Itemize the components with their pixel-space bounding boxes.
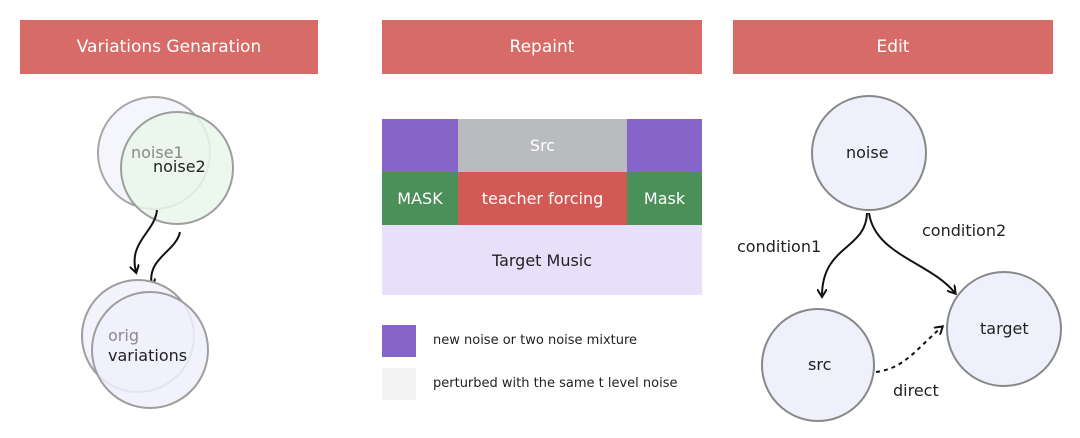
direct-label: direct [893, 381, 939, 400]
legend-purple-swatch [382, 325, 416, 357]
variations-circle [91, 291, 209, 409]
condition1-label: condition1 [737, 237, 822, 256]
legend-gray-swatch [382, 368, 416, 400]
arrow-noise1-to-orig [135, 209, 158, 272]
noise1-label: noise1 [131, 143, 184, 162]
header-repaint: Repaint [382, 20, 702, 74]
target-label: target [980, 319, 1029, 338]
repaint-src-block: Src [458, 119, 627, 172]
legend-purple-label: new noise or two noise mixture [433, 333, 638, 348]
legend-gray-label: perturbed with the same t level noise [433, 376, 678, 391]
repaint-target-music: Target Music [382, 225, 702, 295]
arrow-src-to-target-direct [875, 327, 942, 373]
noise2-label: noise2 [153, 157, 206, 176]
header-variations-generation: Variations Genaration [20, 20, 318, 74]
src-label: src [808, 355, 832, 374]
noise2-circle [120, 111, 234, 225]
repaint-purple-right [627, 119, 702, 172]
header-edit: Edit [733, 20, 1053, 74]
orig-label: orig [108, 326, 139, 345]
noise-circle [811, 95, 927, 211]
arrow-noise-to-src [822, 212, 868, 296]
target-circle [946, 271, 1062, 387]
arrow-noise-to-target [868, 212, 955, 293]
src-circle [761, 308, 875, 422]
repaint-teacher-forcing: teacher forcing [458, 172, 627, 225]
variations-label: variations [108, 346, 188, 365]
repaint-mask-right: Mask [627, 172, 702, 225]
condition2-label: condition2 [922, 221, 1007, 240]
repaint-purple-left [382, 119, 458, 172]
noise-label: noise [846, 143, 889, 162]
repaint-mask-left: MASK [382, 172, 458, 225]
arrow-noise2-to-variations [151, 231, 181, 286]
